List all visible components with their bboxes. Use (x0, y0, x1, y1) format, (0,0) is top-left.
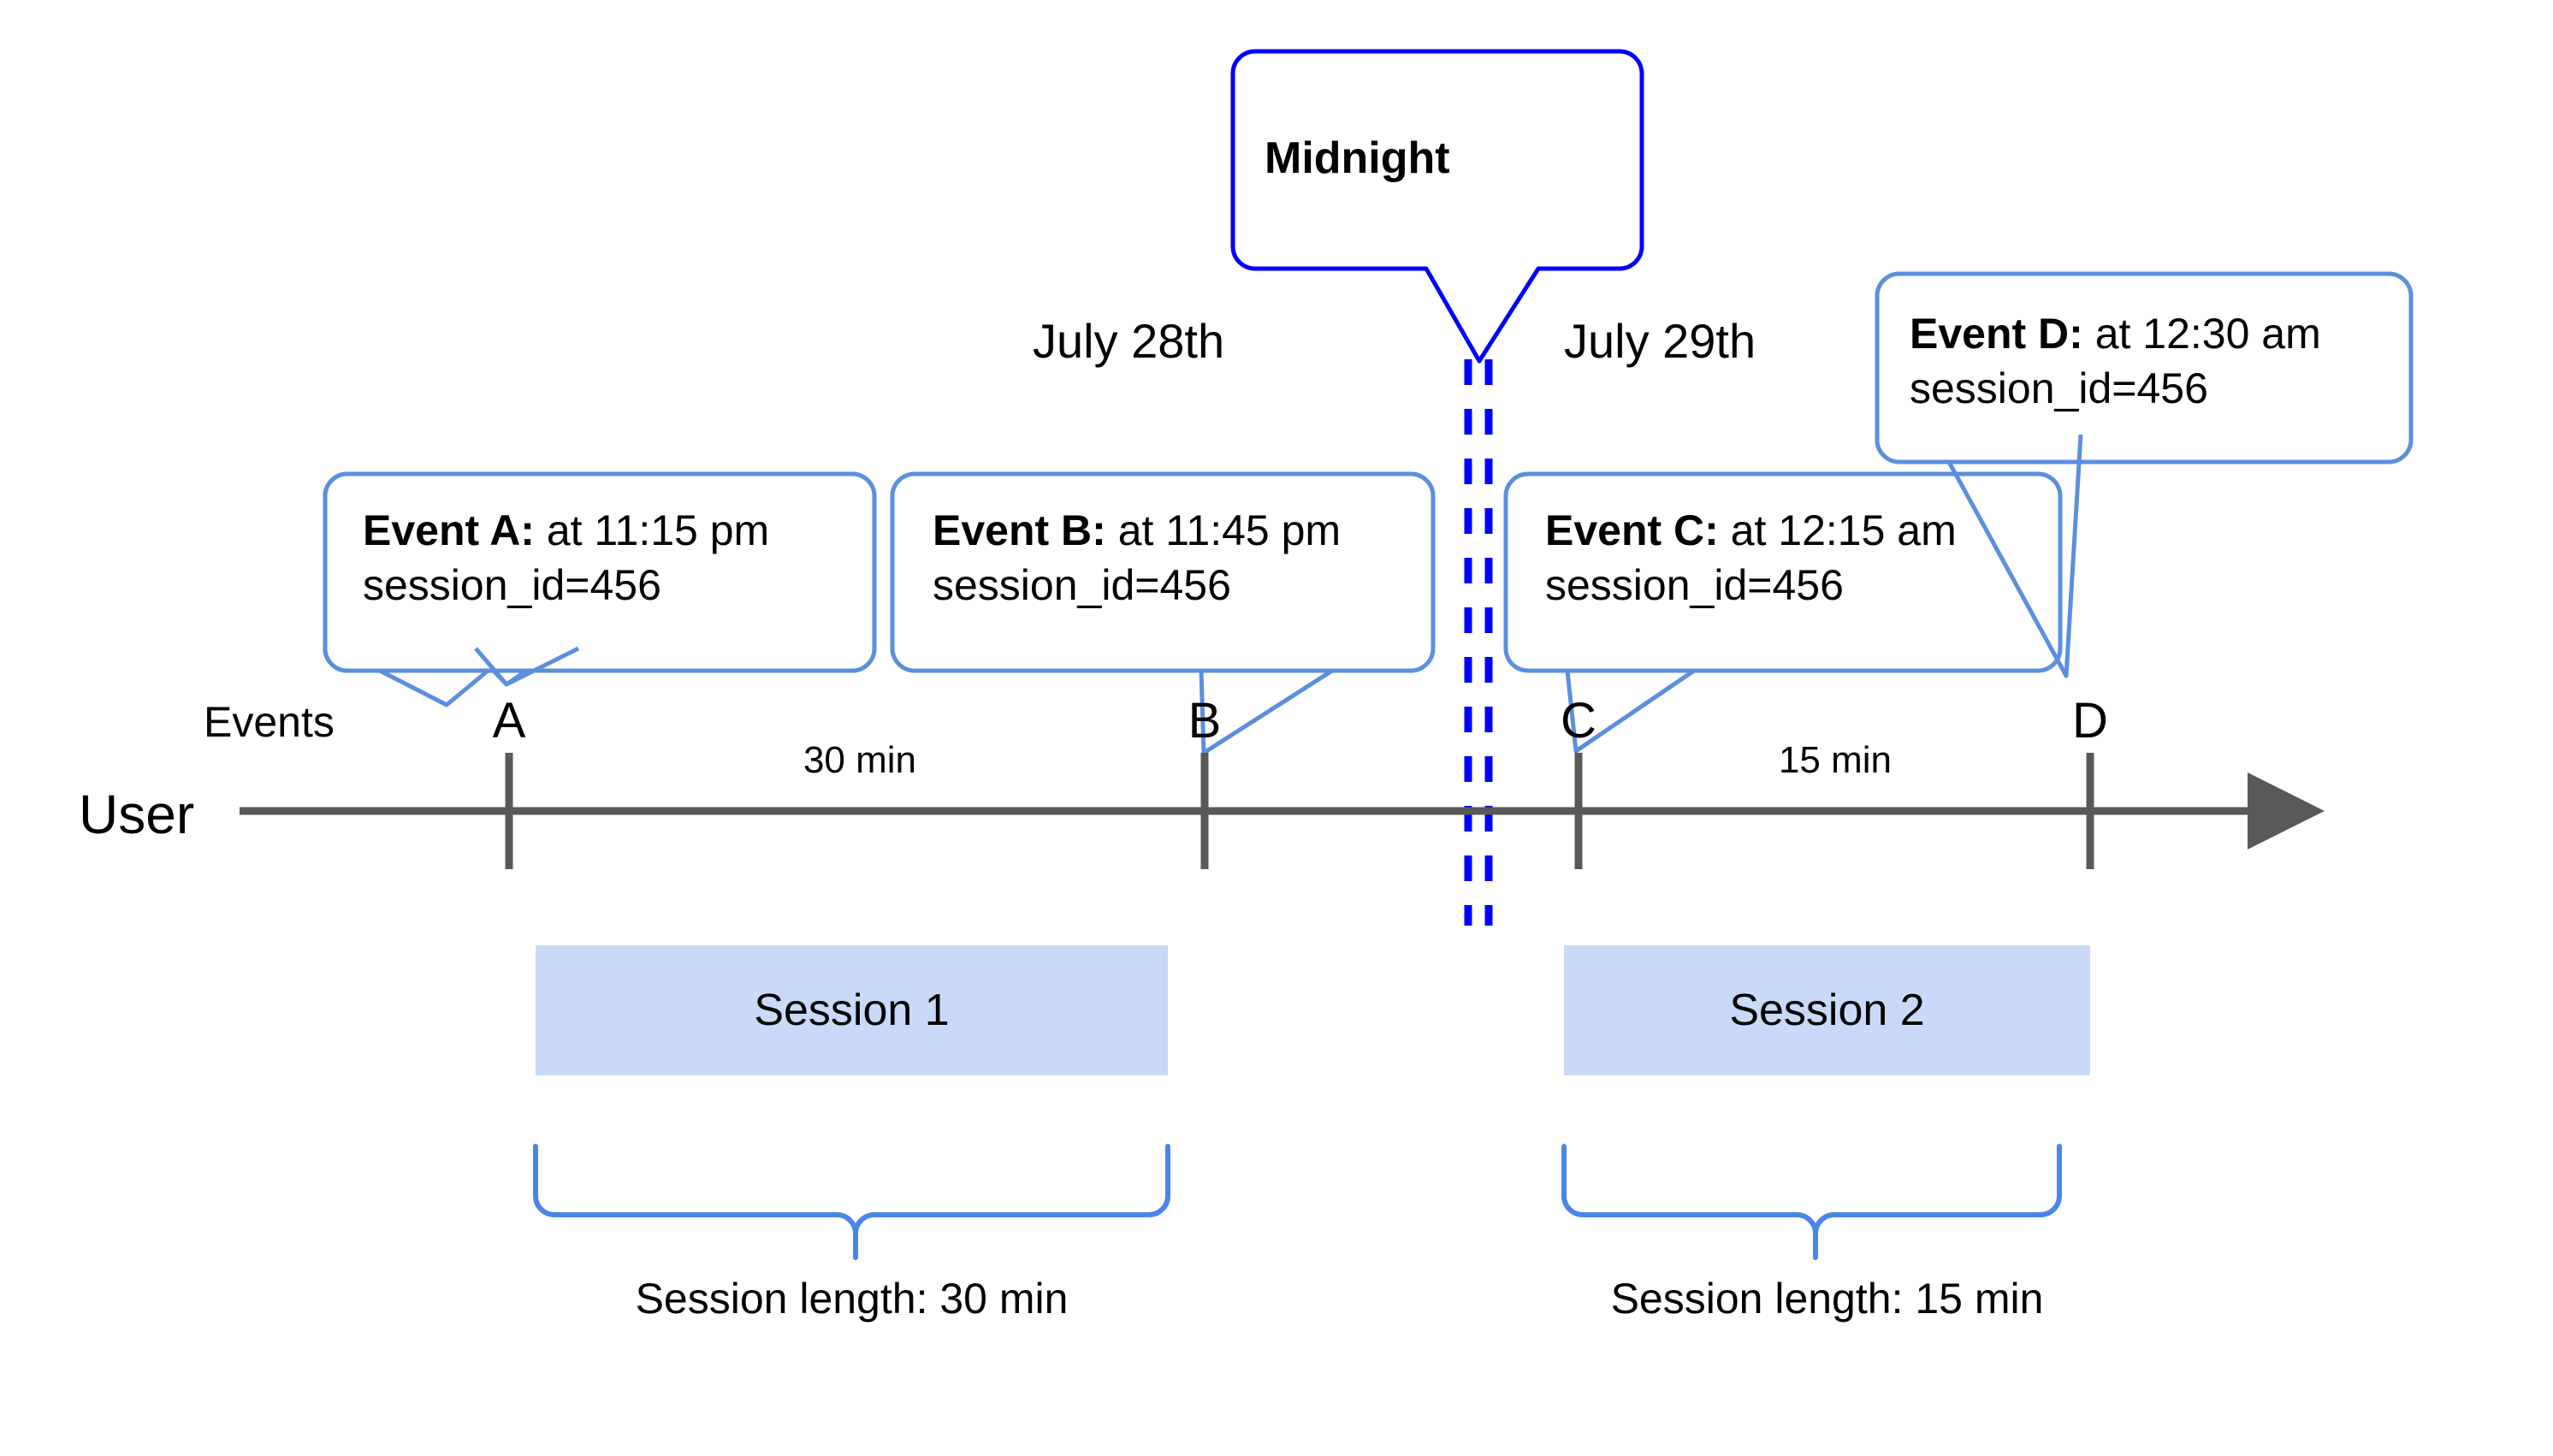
session-2-length-label: Session length: 15 min (1610, 1275, 2044, 1323)
gap-label-c-d: 15 min (1778, 739, 1893, 781)
event-c-callout-text: Event C: at 12:15 am session_id=456 (1545, 503, 1957, 613)
midnight-dashed-lines (1464, 359, 1493, 926)
event-c-title: Event C: (1545, 506, 1719, 554)
event-d-time: at 12:30 am (2082, 310, 2321, 358)
user-row-label: User (79, 784, 195, 845)
event-d-session-id: session_id=456 (1910, 364, 2208, 412)
event-a-title: Event A: (363, 506, 535, 554)
event-a-session-id: session_id=456 (363, 561, 661, 609)
event-a-callout-text: Event A: at 11:15 pm session_id=456 (363, 503, 769, 613)
event-d-callout-text: Event D: at 12:30 am session_id=456 (1910, 306, 2321, 416)
session-1-box: Session 1 (536, 945, 1168, 1075)
event-b-callout-text: Event B: at 11:45 pm session_id=456 (933, 503, 1341, 613)
session-2-label: Session 2 (1729, 985, 1925, 1035)
marker-label-a: A (492, 693, 526, 749)
session-1-label: Session 1 (754, 985, 950, 1035)
event-b-time: at 11:45 pm (1105, 506, 1342, 554)
marker-label-c: C (1561, 693, 1596, 749)
events-row-label: Events (204, 698, 335, 746)
date-label-july-29: July 29th (1564, 314, 1756, 368)
timeline-axis (240, 753, 2325, 869)
event-a-time: at 11:15 pm (534, 506, 770, 554)
date-label-july-28: July 28th (1033, 314, 1225, 368)
session-2-brace (1561, 1144, 2062, 1260)
event-c-session-id: session_id=456 (1545, 561, 1844, 609)
event-b-title: Event B: (933, 506, 1106, 554)
session-1-length-label: Session length: 30 min (635, 1275, 1069, 1323)
marker-label-d: D (2072, 693, 2108, 749)
session-2-box: Session 2 (1564, 945, 2090, 1075)
event-d-title: Event D: (1910, 310, 2083, 358)
marker-label-b: B (1188, 693, 1222, 749)
gap-label-a-b: 30 min (803, 739, 917, 781)
event-c-time: at 12:15 am (1718, 506, 1957, 554)
session-1-brace (533, 1144, 1170, 1260)
event-b-session-id: session_id=456 (933, 561, 1231, 609)
midnight-label: Midnight (1265, 133, 1450, 183)
